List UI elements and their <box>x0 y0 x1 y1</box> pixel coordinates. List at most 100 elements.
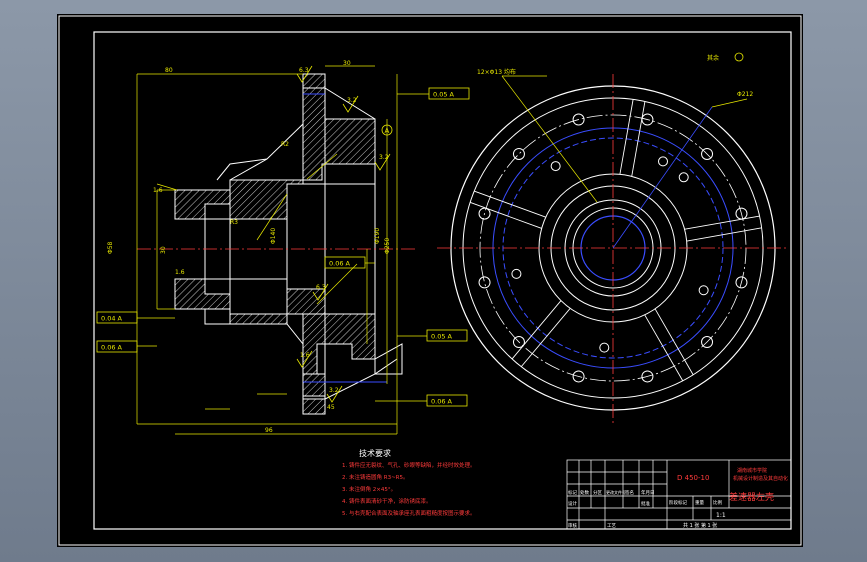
bolt-hole <box>735 276 748 289</box>
roughness-5: 6.3 <box>312 283 329 301</box>
fcf-label: 0.06 A <box>329 260 351 268</box>
fcf-label: 0.04 A <box>101 315 123 323</box>
inner-hole <box>599 342 610 353</box>
stage-label: 阶段标记 <box>669 499 687 506</box>
weight-label: 重量 <box>695 499 704 506</box>
bolt-hole <box>641 370 654 383</box>
header-label: 签名 <box>625 489 634 496</box>
header-label: 更改文件号 <box>606 489 626 495</box>
inner-hole <box>550 161 561 172</box>
role-label: 批准 <box>641 500 650 507</box>
svg-text:96: 96 <box>265 427 273 434</box>
svg-text:1.6: 1.6 <box>175 269 185 276</box>
section-outline-bottom <box>174 279 398 415</box>
inner-hole <box>511 268 522 279</box>
bolt-hole <box>512 336 525 349</box>
title-block <box>566 459 792 530</box>
rib-edge <box>511 300 562 360</box>
rib-edge <box>619 99 634 175</box>
header-label: 标记 <box>568 489 577 496</box>
section-dim-texts: 1.6 1.6 Φ58 30 Φ250 Φ190 Φ140 R2 R3 96 8… <box>107 60 391 434</box>
roughness-2: 3.2 <box>342 95 359 113</box>
rib-edge <box>631 101 646 177</box>
spokes <box>469 99 762 382</box>
chamfer-lower <box>374 343 403 375</box>
bolt-hole <box>512 147 525 160</box>
svg-text:6.3: 6.3 <box>299 67 309 74</box>
fcf-3: 0.04 A <box>96 311 138 324</box>
svg-text:80: 80 <box>165 67 173 74</box>
bolt-hole <box>478 207 491 220</box>
svg-text:Φ190: Φ190 <box>374 228 381 244</box>
svg-text:Φ58: Φ58 <box>107 241 114 254</box>
role-label: 设计 <box>568 500 577 507</box>
bolt-hole <box>701 147 714 160</box>
pcd-label: Φ212 <box>737 91 753 98</box>
svg-text:Φ140: Φ140 <box>270 228 277 244</box>
sheet-count: 共 1 张 第 1 张 <box>683 522 717 529</box>
drawing-sheet: 0.05 A 0.06 A 0.04 A 0.06 A 0.05 A 0.06 … <box>57 14 803 547</box>
inner-hole <box>658 156 668 167</box>
roughness-other: 其余 <box>707 52 744 62</box>
svg-text:30: 30 <box>160 246 167 254</box>
svg-text:3.2: 3.2 <box>347 97 357 104</box>
rib-edge <box>654 308 694 376</box>
section-dimensions <box>136 65 398 435</box>
part-name: 差速器左壳 <box>729 491 774 503</box>
chamfer-top <box>216 158 268 181</box>
inner-hole <box>698 285 709 296</box>
bolt-hole <box>478 276 491 289</box>
svg-text:1.6: 1.6 <box>153 187 163 194</box>
bolt-note-leader2 <box>501 75 598 203</box>
fcf-5: 0.05 A <box>426 329 468 342</box>
roughness-6: 3.2 <box>326 385 343 403</box>
school-line2: 机械设计制造及其自动化 <box>733 475 788 482</box>
fcf-label: 0.05 A <box>433 91 455 99</box>
svg-text:3.2: 3.2 <box>329 387 339 394</box>
header-label: 年月日 <box>641 489 655 496</box>
header-label: 分区 <box>593 489 602 496</box>
svg-text:3.2: 3.2 <box>379 154 389 161</box>
header-label: 处数 <box>580 489 589 496</box>
tech-item: 2. 未注铸造圆角 R3~R5。 <box>342 473 409 481</box>
pcd-leader <box>612 106 713 249</box>
bolt-hole <box>735 207 748 220</box>
roughness-1: 6.3 <box>296 65 313 83</box>
bolt-holes <box>478 113 748 383</box>
datum-label: A <box>385 127 390 135</box>
tech-item: 3. 未注倒角 2×45°。 <box>342 485 396 493</box>
svg-text:R3: R3 <box>230 219 238 226</box>
title-block-text: D 450-10 湖南城市学院 机械设计制造及其自动化 差速器左壳 1:1 共 … <box>568 467 788 529</box>
bolt-hole <box>641 113 654 126</box>
fcf-label: 0.06 A <box>101 344 123 352</box>
rib-edge <box>684 215 760 230</box>
tech-heading: 技术要求 <box>359 448 391 458</box>
datum-marker: A <box>381 124 393 136</box>
inner-holes <box>511 156 709 353</box>
roughness-3: 3.2 <box>374 153 391 171</box>
bolt-hole <box>572 113 585 126</box>
outer-frame <box>58 15 802 546</box>
svg-text:30: 30 <box>343 60 351 67</box>
drawing-number: D 450-10 <box>677 474 709 482</box>
role-label: 审核 <box>568 522 577 529</box>
fcf-group: 0.05 A 0.06 A 0.04 A 0.06 A 0.05 A 0.06 … <box>96 87 470 407</box>
rib-edge <box>469 201 542 229</box>
svg-text:R2: R2 <box>281 141 289 148</box>
svg-text:1.6: 1.6 <box>300 352 310 359</box>
roughness-4: 1.6 <box>296 350 313 368</box>
svg-text:6.3: 6.3 <box>316 284 326 291</box>
svg-text:Φ250: Φ250 <box>384 238 391 254</box>
scale-value: 1:1 <box>716 512 726 519</box>
bolt-hole <box>572 370 585 383</box>
fcf-label: 0.05 A <box>431 333 453 341</box>
tech-item: 4. 铸件表面清砂干净，涂防锈底漆。 <box>342 497 432 505</box>
fcf-label: 0.06 A <box>431 398 453 406</box>
rib-edge <box>686 227 762 242</box>
fcf-1: 0.05 A <box>428 87 470 100</box>
scale-label: 比例 <box>713 499 722 506</box>
fcf-2: 0.06 A <box>324 256 366 269</box>
inner-hole <box>678 172 689 183</box>
tech-item: 1. 铸件应无裂纹、气孔、砂眼等缺陷，并经时效处理。 <box>342 461 476 469</box>
